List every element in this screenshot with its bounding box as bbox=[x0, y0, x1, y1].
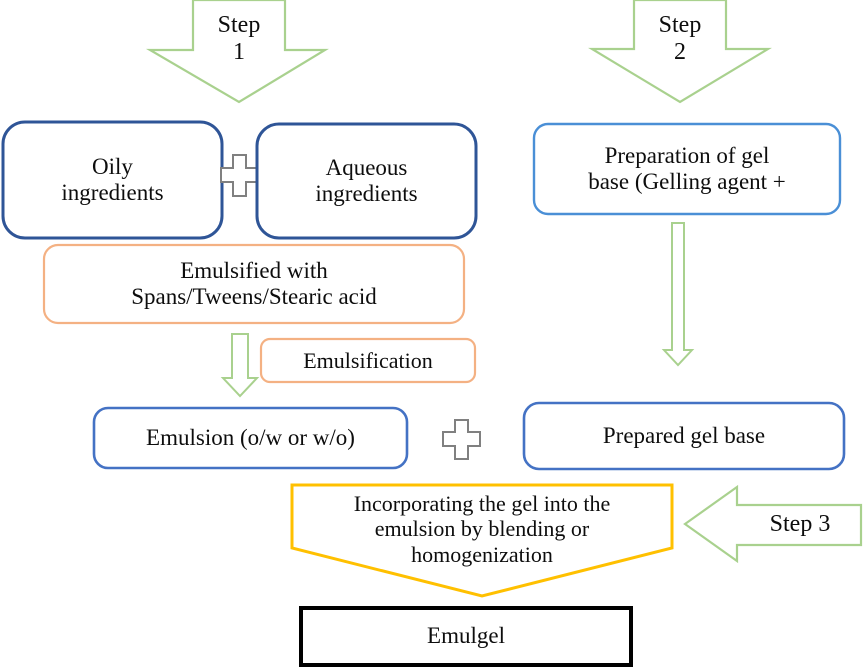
emulsification-down-arrow-shape bbox=[220, 333, 260, 398]
plus-sign-bottom-shape bbox=[442, 419, 481, 460]
emulsified-with-box-shape bbox=[42, 243, 466, 325]
prepared-gel-base-box-shape bbox=[522, 401, 846, 471]
step-2-arrow-shape bbox=[588, 0, 772, 104]
oily-ingredients-box-shape bbox=[1, 120, 224, 240]
step-3-arrow-shape bbox=[683, 484, 863, 564]
emulsification-box-shape bbox=[259, 337, 477, 384]
incorporating-pentagon-shape bbox=[290, 483, 674, 598]
plus-sign-top-shape bbox=[220, 154, 259, 197]
emulsion-box-shape bbox=[92, 406, 409, 470]
gel-base-prep-box-shape bbox=[532, 122, 842, 216]
aqueous-ingredients-box-shape bbox=[255, 122, 478, 240]
step-1-arrow-shape bbox=[145, 0, 329, 104]
gel-base-down-arrow-shape bbox=[661, 222, 695, 367]
emulgel-box-shape bbox=[299, 606, 633, 667]
